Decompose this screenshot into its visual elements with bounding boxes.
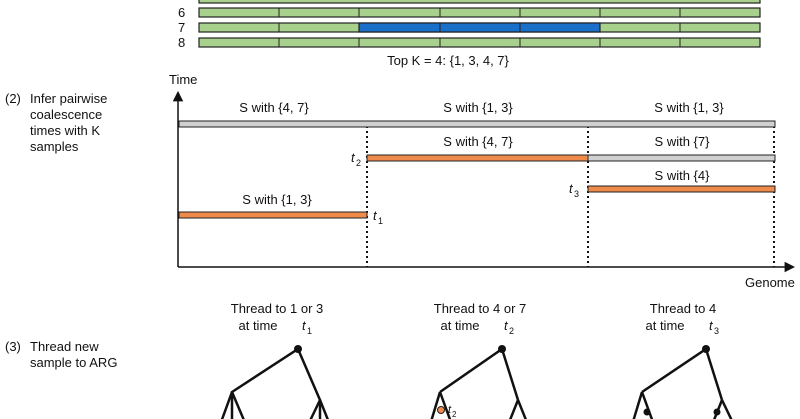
step2-title-line1: Infer pairwise [30, 91, 107, 106]
time-label-t1: t 1 [373, 208, 383, 226]
genome-row-bar [198, 37, 761, 48]
svg-text:at time: at time [440, 318, 479, 333]
genome-row-label: 8 [178, 35, 185, 50]
svg-text:Thread to 4 or 7: Thread to 4 or 7 [434, 301, 527, 316]
haplotype-match-segment [358, 22, 601, 33]
step2-title-line3: times with K [30, 123, 100, 138]
tree-2 [430, 345, 527, 419]
genome-row-7: 7 [178, 20, 761, 35]
svg-text:3: 3 [714, 326, 719, 336]
gray-bar-seven [587, 154, 776, 162]
label-s-4: S with {4} [655, 168, 711, 183]
svg-text:at time: at time [645, 318, 684, 333]
svg-text:1: 1 [378, 216, 383, 226]
tree-1 [220, 345, 329, 419]
genome-row-8: 8 [178, 35, 761, 50]
genome-rows: 678 [178, 0, 761, 50]
label-s-13-mid: S with {1, 3} [443, 100, 513, 115]
svg-text:t: t [504, 318, 509, 333]
label-s-7: S with {7} [655, 134, 711, 149]
step3-number: (3) [5, 339, 21, 354]
svg-text:t: t [709, 318, 714, 333]
tree-caption-3: Thread to 4 at time t 3 [645, 301, 719, 336]
orange-bar-t3 [587, 185, 776, 193]
label-s-47-left: S with {4, 7} [239, 100, 309, 115]
svg-text:Thread to 4: Thread to 4 [650, 301, 717, 316]
svg-text:2: 2 [356, 158, 361, 168]
thread-node-t2 [437, 406, 445, 414]
tree-caption-1: Thread to 1 or 3 at time t 1 [231, 301, 324, 336]
step2-number: (2) [5, 91, 21, 106]
svg-text:t: t [373, 208, 378, 223]
svg-text:t: t [569, 181, 574, 196]
step3-title-line2: sample to ARG [30, 355, 117, 370]
svg-text:1: 1 [307, 326, 312, 336]
orange-bar-t1 [178, 211, 368, 219]
label-s-13-left: S with {1, 3} [242, 192, 312, 207]
label-s-13-right: S with {1, 3} [654, 100, 724, 115]
genome-row-bar [198, 7, 761, 18]
genome-row-label: 7 [178, 20, 185, 35]
label-s-47-mid: S with {4, 7} [443, 134, 513, 149]
genome-row-cropped [198, 0, 761, 4]
orange-bar-t2 [366, 154, 589, 162]
svg-text:2: 2 [452, 410, 457, 419]
time-label-t3: t 3 [569, 181, 579, 199]
genome-row-6: 6 [178, 5, 761, 20]
svg-text:3: 3 [574, 189, 579, 199]
tree-3 [632, 345, 733, 419]
svg-text:t: t [448, 404, 452, 416]
genome-axis-label: Genome [745, 275, 795, 290]
time-label-t2: t 2 [351, 150, 361, 168]
step2-title-line2: coalescence [30, 107, 102, 122]
step2-title-line4: samples [30, 139, 79, 154]
tree-caption-2: Thread to 4 or 7 at time t 2 [434, 301, 527, 336]
svg-text:t: t [351, 150, 356, 165]
node-label-t2: t 2 [448, 404, 457, 419]
svg-text:t: t [302, 318, 307, 333]
topk-caption: Top K = 4: {1, 3, 4, 7} [387, 53, 509, 68]
step3-title-line1: Thread new [30, 339, 99, 354]
gray-bar-top [178, 120, 776, 128]
svg-text:2: 2 [509, 326, 514, 336]
genome-row-label: 6 [178, 5, 185, 20]
time-axis-label: Time [169, 72, 197, 87]
svg-text:at time: at time [238, 318, 277, 333]
svg-text:Thread to 1 or 3: Thread to 1 or 3 [231, 301, 324, 316]
